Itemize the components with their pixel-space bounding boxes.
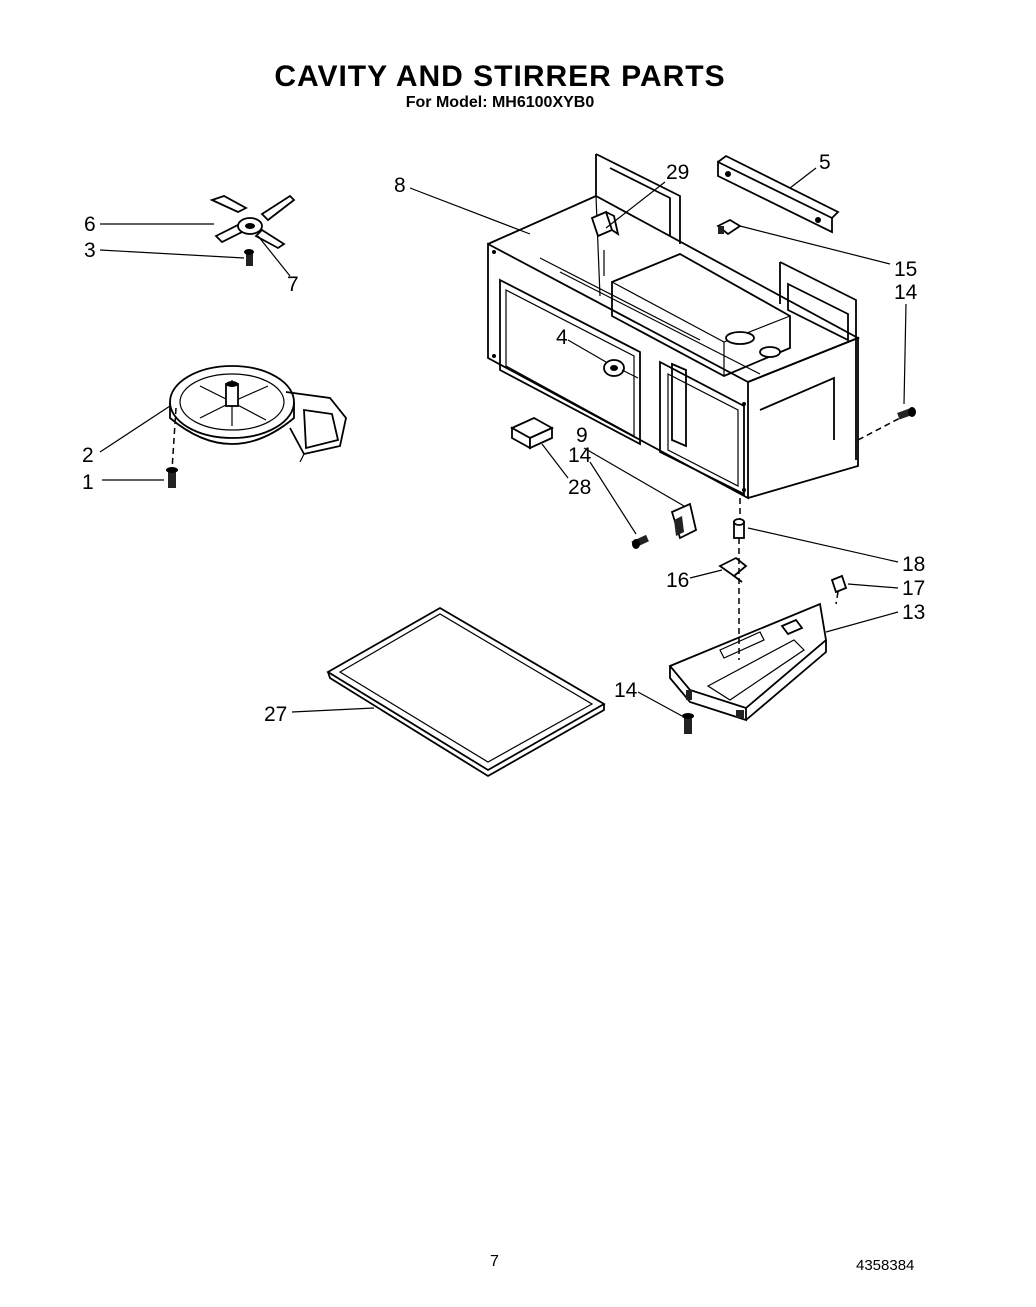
bottom-plate [668,602,827,722]
screw-bottom [682,713,694,734]
callout-1: 1 [82,471,94,494]
callout-29: 29 [666,161,689,184]
callout-16: 16 [666,569,689,592]
screw-mid [631,534,649,549]
callout-15: 15 [894,258,917,281]
small-switch [830,574,848,594]
callout-3: 3 [84,239,96,262]
document-code: 4358384 [856,1257,915,1274]
insulation-block [510,416,554,450]
model-subtitle: For Model: MH6100XYB0 [405,94,595,111]
callout-28: 28 [568,476,591,499]
stirrer-cover-housing [169,365,347,463]
callout-8: 8 [394,174,406,197]
callout-6: 6 [84,213,96,236]
callout-7: 7 [287,273,299,296]
callout-14-mid: 14 [568,444,592,467]
top-bracket [717,154,840,234]
callout-9: 9 [576,424,588,447]
callout-27: 27 [264,703,287,726]
latch-hinge [670,502,698,540]
stirrer-blade [209,194,296,250]
callout-13: 13 [902,601,925,624]
callout-4: 4 [556,326,568,349]
callout-2: 2 [82,444,94,467]
switch-post [733,518,745,539]
page-title: CAVITY AND STIRRER PARTS [274,60,726,93]
cavity-roller-knob [603,359,639,379]
cavity-light-part [590,210,620,238]
callout-5: 5 [819,151,831,174]
glass-tray [326,606,606,778]
oven-cavity [487,153,861,500]
leader-lines [99,167,907,717]
page-number: 7 [490,1253,499,1270]
spring-clip [718,556,748,583]
callout-14-bottom: 14 [614,679,638,702]
callout-14-right: 14 [894,281,918,304]
callout-17: 17 [902,577,925,600]
callout-18: 18 [902,553,925,576]
stirrer-screw [244,249,254,266]
housing-screw [166,467,178,488]
cavity-clip [716,218,742,236]
screw-right [897,407,916,420]
